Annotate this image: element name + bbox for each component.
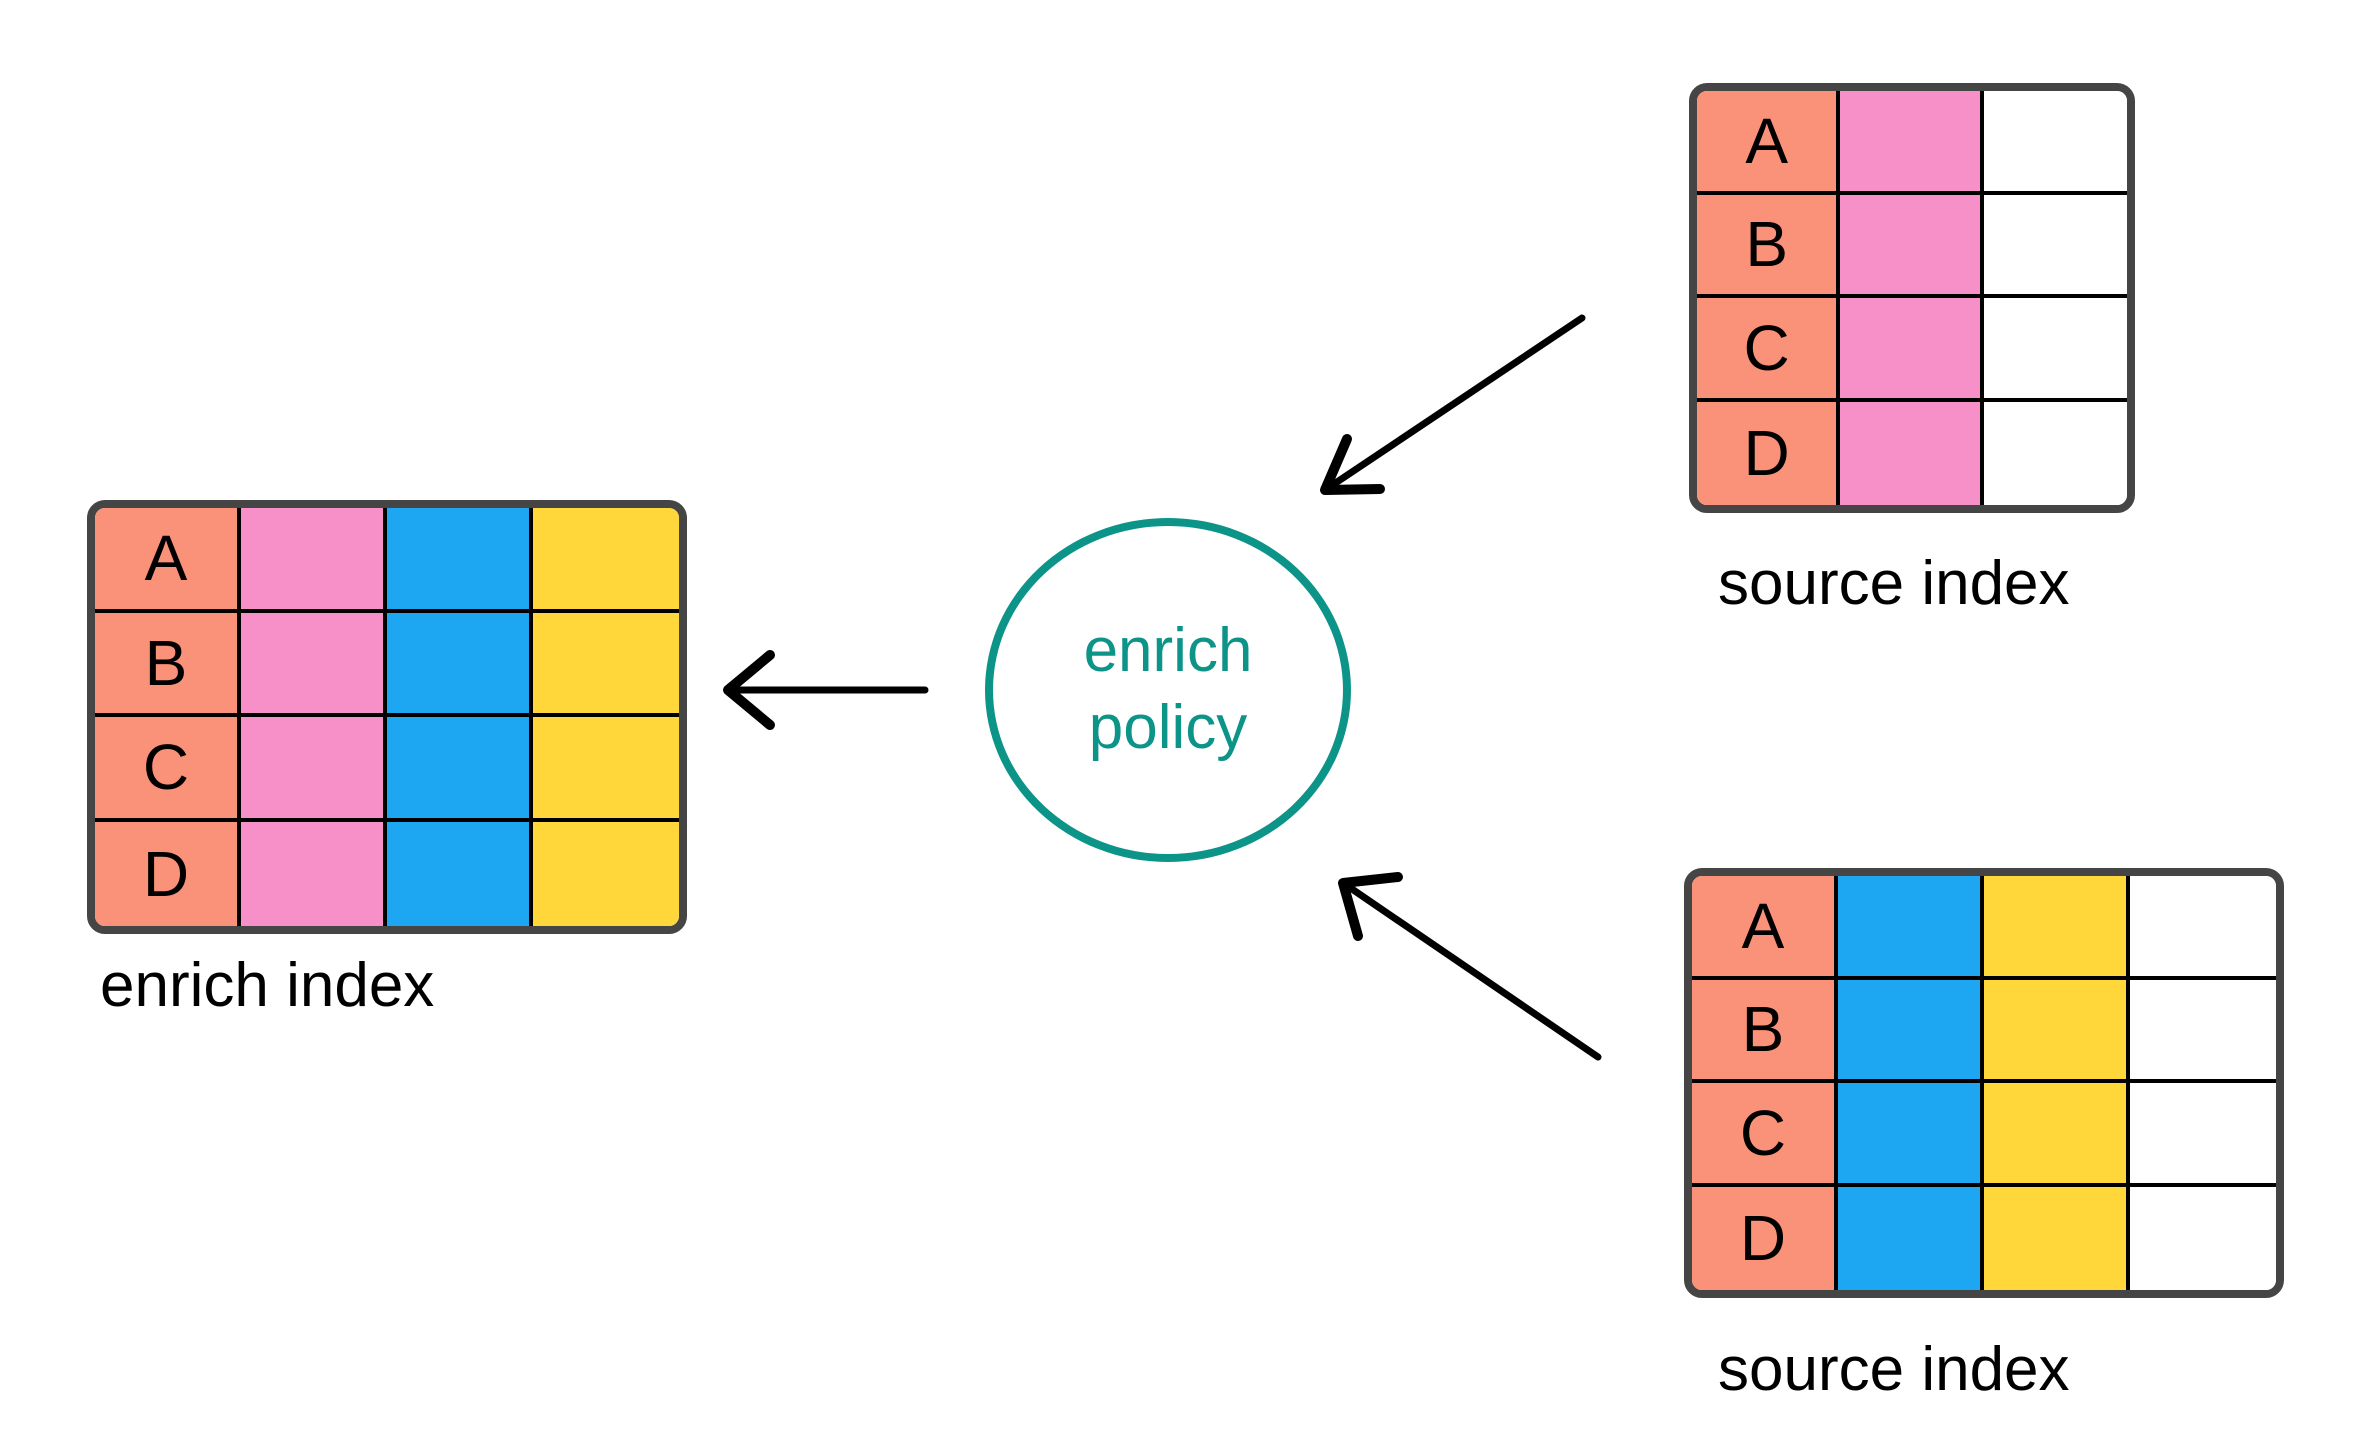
cell-key-C: C — [1692, 1083, 1838, 1187]
cell-pink — [1840, 91, 1984, 195]
cell-key-B: B — [1697, 194, 1841, 298]
source-index-bottom-label: source index — [1718, 1335, 2070, 1404]
cell-yellow — [1984, 876, 2130, 980]
cell-key-C: C — [95, 717, 241, 822]
cell-yellow — [533, 717, 679, 822]
enrich-index-label: enrich index — [100, 951, 435, 1020]
cell-blue — [387, 508, 533, 613]
cell-yellow — [1984, 1083, 2130, 1187]
cell-blue — [387, 612, 533, 717]
arrow-head-icon — [1320, 434, 1385, 495]
arrow-head-icon — [723, 650, 775, 730]
cell-key-A: A — [1697, 91, 1841, 195]
arrow-top-source-to-policy — [1320, 314, 1586, 495]
cell-key-C: C — [1697, 298, 1841, 402]
source-index-top-label: source index — [1718, 549, 2070, 618]
cell-blue — [1838, 979, 1984, 1083]
cell-blue — [1838, 876, 1984, 980]
cell-yellow — [1984, 979, 2130, 1083]
cell-empty — [1983, 194, 2127, 298]
arrow-shaft — [1327, 314, 1586, 490]
cell-empty — [1983, 401, 2127, 505]
cell-empty — [2130, 1083, 2276, 1187]
enrich-index-table: A B C D — [87, 500, 687, 934]
cell-blue — [1838, 1186, 1984, 1290]
cell-key-D: D — [1697, 401, 1841, 505]
cell-key-B: B — [1692, 979, 1838, 1083]
cell-yellow — [533, 508, 679, 613]
cell-yellow — [533, 821, 679, 926]
arrow-policy-to-enrich-index — [723, 650, 929, 730]
arrow-head-icon — [1338, 872, 1403, 941]
cell-key-A: A — [95, 508, 241, 613]
enrich-policy-line1: enrich — [1083, 616, 1253, 686]
cell-empty — [1983, 91, 2127, 195]
cell-pink — [1840, 298, 1984, 402]
enrich-policy-circle: enrich policy — [985, 518, 1351, 862]
cell-key-D: D — [95, 821, 241, 926]
source-index-top-table: A B C D — [1689, 83, 2135, 513]
cell-empty — [2130, 979, 2276, 1083]
source-index-bottom-table: A B C D — [1684, 868, 2284, 1298]
cell-blue — [387, 821, 533, 926]
cell-pink — [241, 717, 387, 822]
arrow-shaft — [1345, 883, 1602, 1061]
cell-empty — [2130, 876, 2276, 980]
cell-blue — [387, 717, 533, 822]
cell-yellow — [533, 612, 679, 717]
cell-pink — [241, 508, 387, 613]
cell-blue — [1838, 1083, 1984, 1187]
cell-empty — [2130, 1186, 2276, 1290]
arrow-bottom-source-to-policy — [1338, 872, 1602, 1061]
cell-pink — [241, 821, 387, 926]
cell-key-D: D — [1692, 1186, 1838, 1290]
cell-key-A: A — [1692, 876, 1838, 980]
cell-pink — [1840, 401, 1984, 505]
cell-pink — [1840, 194, 1984, 298]
cell-key-B: B — [95, 612, 241, 717]
cell-empty — [1983, 298, 2127, 402]
cell-pink — [241, 612, 387, 717]
enrich-policy-line2: policy — [1088, 693, 1248, 762]
cell-yellow — [1984, 1186, 2130, 1290]
